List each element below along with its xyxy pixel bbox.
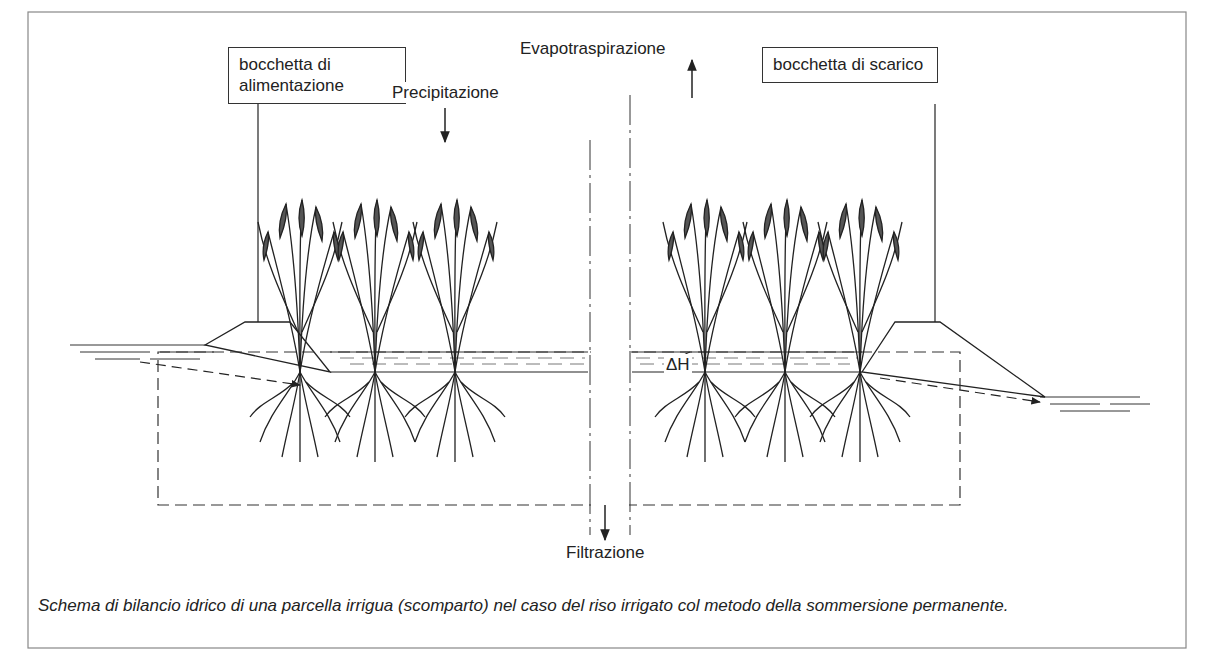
box-text: bocchetta di scarico bbox=[773, 54, 927, 75]
delta-h-label: ΔH bbox=[664, 354, 692, 375]
box-text: bocchetta di alimentazione bbox=[239, 54, 395, 96]
outlet-box: bocchetta di scarico bbox=[762, 47, 938, 83]
outlet-box: bocchetta di alimentazione bbox=[228, 47, 406, 104]
figure-caption: Schema di bilancio idrico di una parcell… bbox=[38, 592, 1176, 619]
evapotranspiration-label: Evapotraspirazione bbox=[518, 38, 668, 59]
filtration-label: Filtrazione bbox=[564, 542, 646, 563]
precipitation-label: Precipitazione bbox=[390, 82, 501, 103]
